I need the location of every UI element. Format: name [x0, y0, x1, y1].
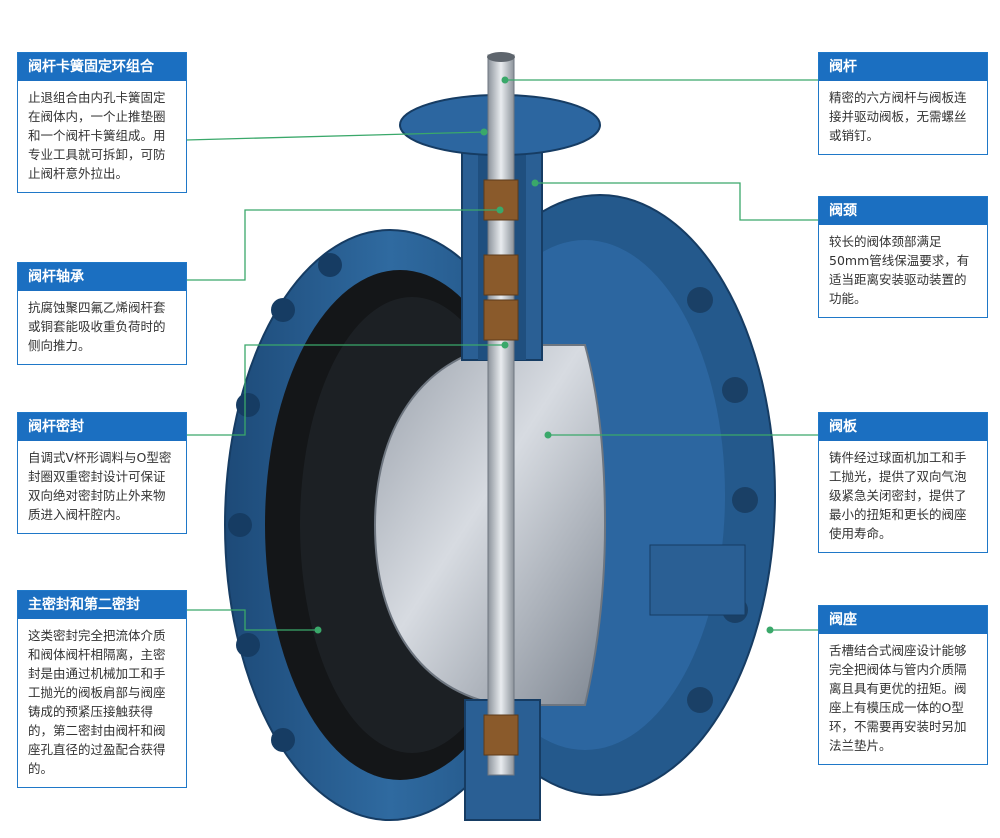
bolt-hole [687, 687, 713, 713]
callout-title: 阀杆轴承 [18, 263, 186, 291]
stem-bearing-lower [483, 299, 519, 341]
callout-title: 阀杆卡簧固定环组合 [18, 53, 186, 81]
bolt-hole [271, 298, 295, 322]
callout-stem-retainer: 阀杆卡簧固定环组合 止退组合由内孔卡簧固定在阀体内，一个止推垫圈和一个阀杆卡簧组… [17, 52, 187, 193]
callout-stem-seal: 阀杆密封 自调式V杯形调料与O型密封圈双重密封设计可保证双向绝对密封防止外来物质… [17, 412, 187, 534]
callout-stem: 阀杆 精密的六方阀杆与阀板连接并驱动阀板，无需螺丝或销钉。 [818, 52, 988, 155]
callout-text: 较长的阀体颈部满足50mm管线保温要求，有适当距离安装驱动装置的功能。 [829, 234, 970, 306]
bolt-hole [236, 633, 260, 657]
callout-text: 舌槽结合式阀座设计能够完全把阀体与管内介质隔离且具有更优的扭矩。阀座上有模压成一… [829, 643, 967, 753]
callout-text: 自调式V杯形调料与O型密封圈双重密封设计可保证双向绝对密封防止外来物质进入阀杆腔… [28, 450, 172, 522]
valve-stem [487, 54, 515, 776]
callout-text: 这类密封完全把流体介质和阀体阀杆相隔离，主密封是由通过机械加工和手工抛光的阀板肩… [28, 628, 166, 776]
callout-title: 阀颈 [819, 197, 987, 225]
bolt-hole [318, 253, 342, 277]
callout-title: 阀杆密封 [18, 413, 186, 441]
bolt-hole [732, 487, 758, 513]
callout-stem-bearing: 阀杆轴承 抗腐蚀聚四氟乙烯阀杆套或铜套能吸收重负荷时的侧向推力。 [17, 262, 187, 365]
bolt-hole [687, 287, 713, 313]
stem-bearing-upper [483, 179, 519, 221]
callout-neck: 阀颈 较长的阀体颈部满足50mm管线保温要求，有适当距离安装驱动装置的功能。 [818, 196, 988, 318]
callout-title: 主密封和第二密封 [18, 591, 186, 619]
bolt-hole [228, 513, 252, 537]
callout-text: 止退组合由内孔卡簧固定在阀体内，一个止推垫圈和一个阀杆卡簧组成。用专业工具就可拆… [28, 90, 166, 181]
callout-title: 阀座 [819, 606, 987, 634]
bolt-hole [271, 728, 295, 752]
callout-title: 阀杆 [819, 53, 987, 81]
callout-main-seal: 主密封和第二密封 这类密封完全把流体介质和阀体阀杆相隔离，主密封是由通过机械加工… [17, 590, 187, 788]
callout-text: 铸件经过球面机加工和手工抛光，提供了双向气泡级紧急关闭密封，提供了最小的扭矩和更… [829, 450, 967, 541]
bolt-hole [722, 377, 748, 403]
stem-bearing-bottom [483, 714, 519, 756]
callout-disc: 阀板 铸件经过球面机加工和手工抛光，提供了双向气泡级紧急关闭密封，提供了最小的扭… [818, 412, 988, 553]
callout-title: 阀板 [819, 413, 987, 441]
callout-text: 精密的六方阀杆与阀板连接并驱动阀板，无需螺丝或销钉。 [829, 90, 967, 143]
bolt-hole [236, 393, 260, 417]
stem-bearing-middle [483, 254, 519, 296]
callout-text: 抗腐蚀聚四氟乙烯阀杆套或铜套能吸收重负荷时的侧向推力。 [28, 300, 166, 353]
callout-seat: 阀座 舌槽结合式阀座设计能够完全把阀体与管内介质隔离且具有更优的扭矩。阀座上有模… [818, 605, 988, 765]
